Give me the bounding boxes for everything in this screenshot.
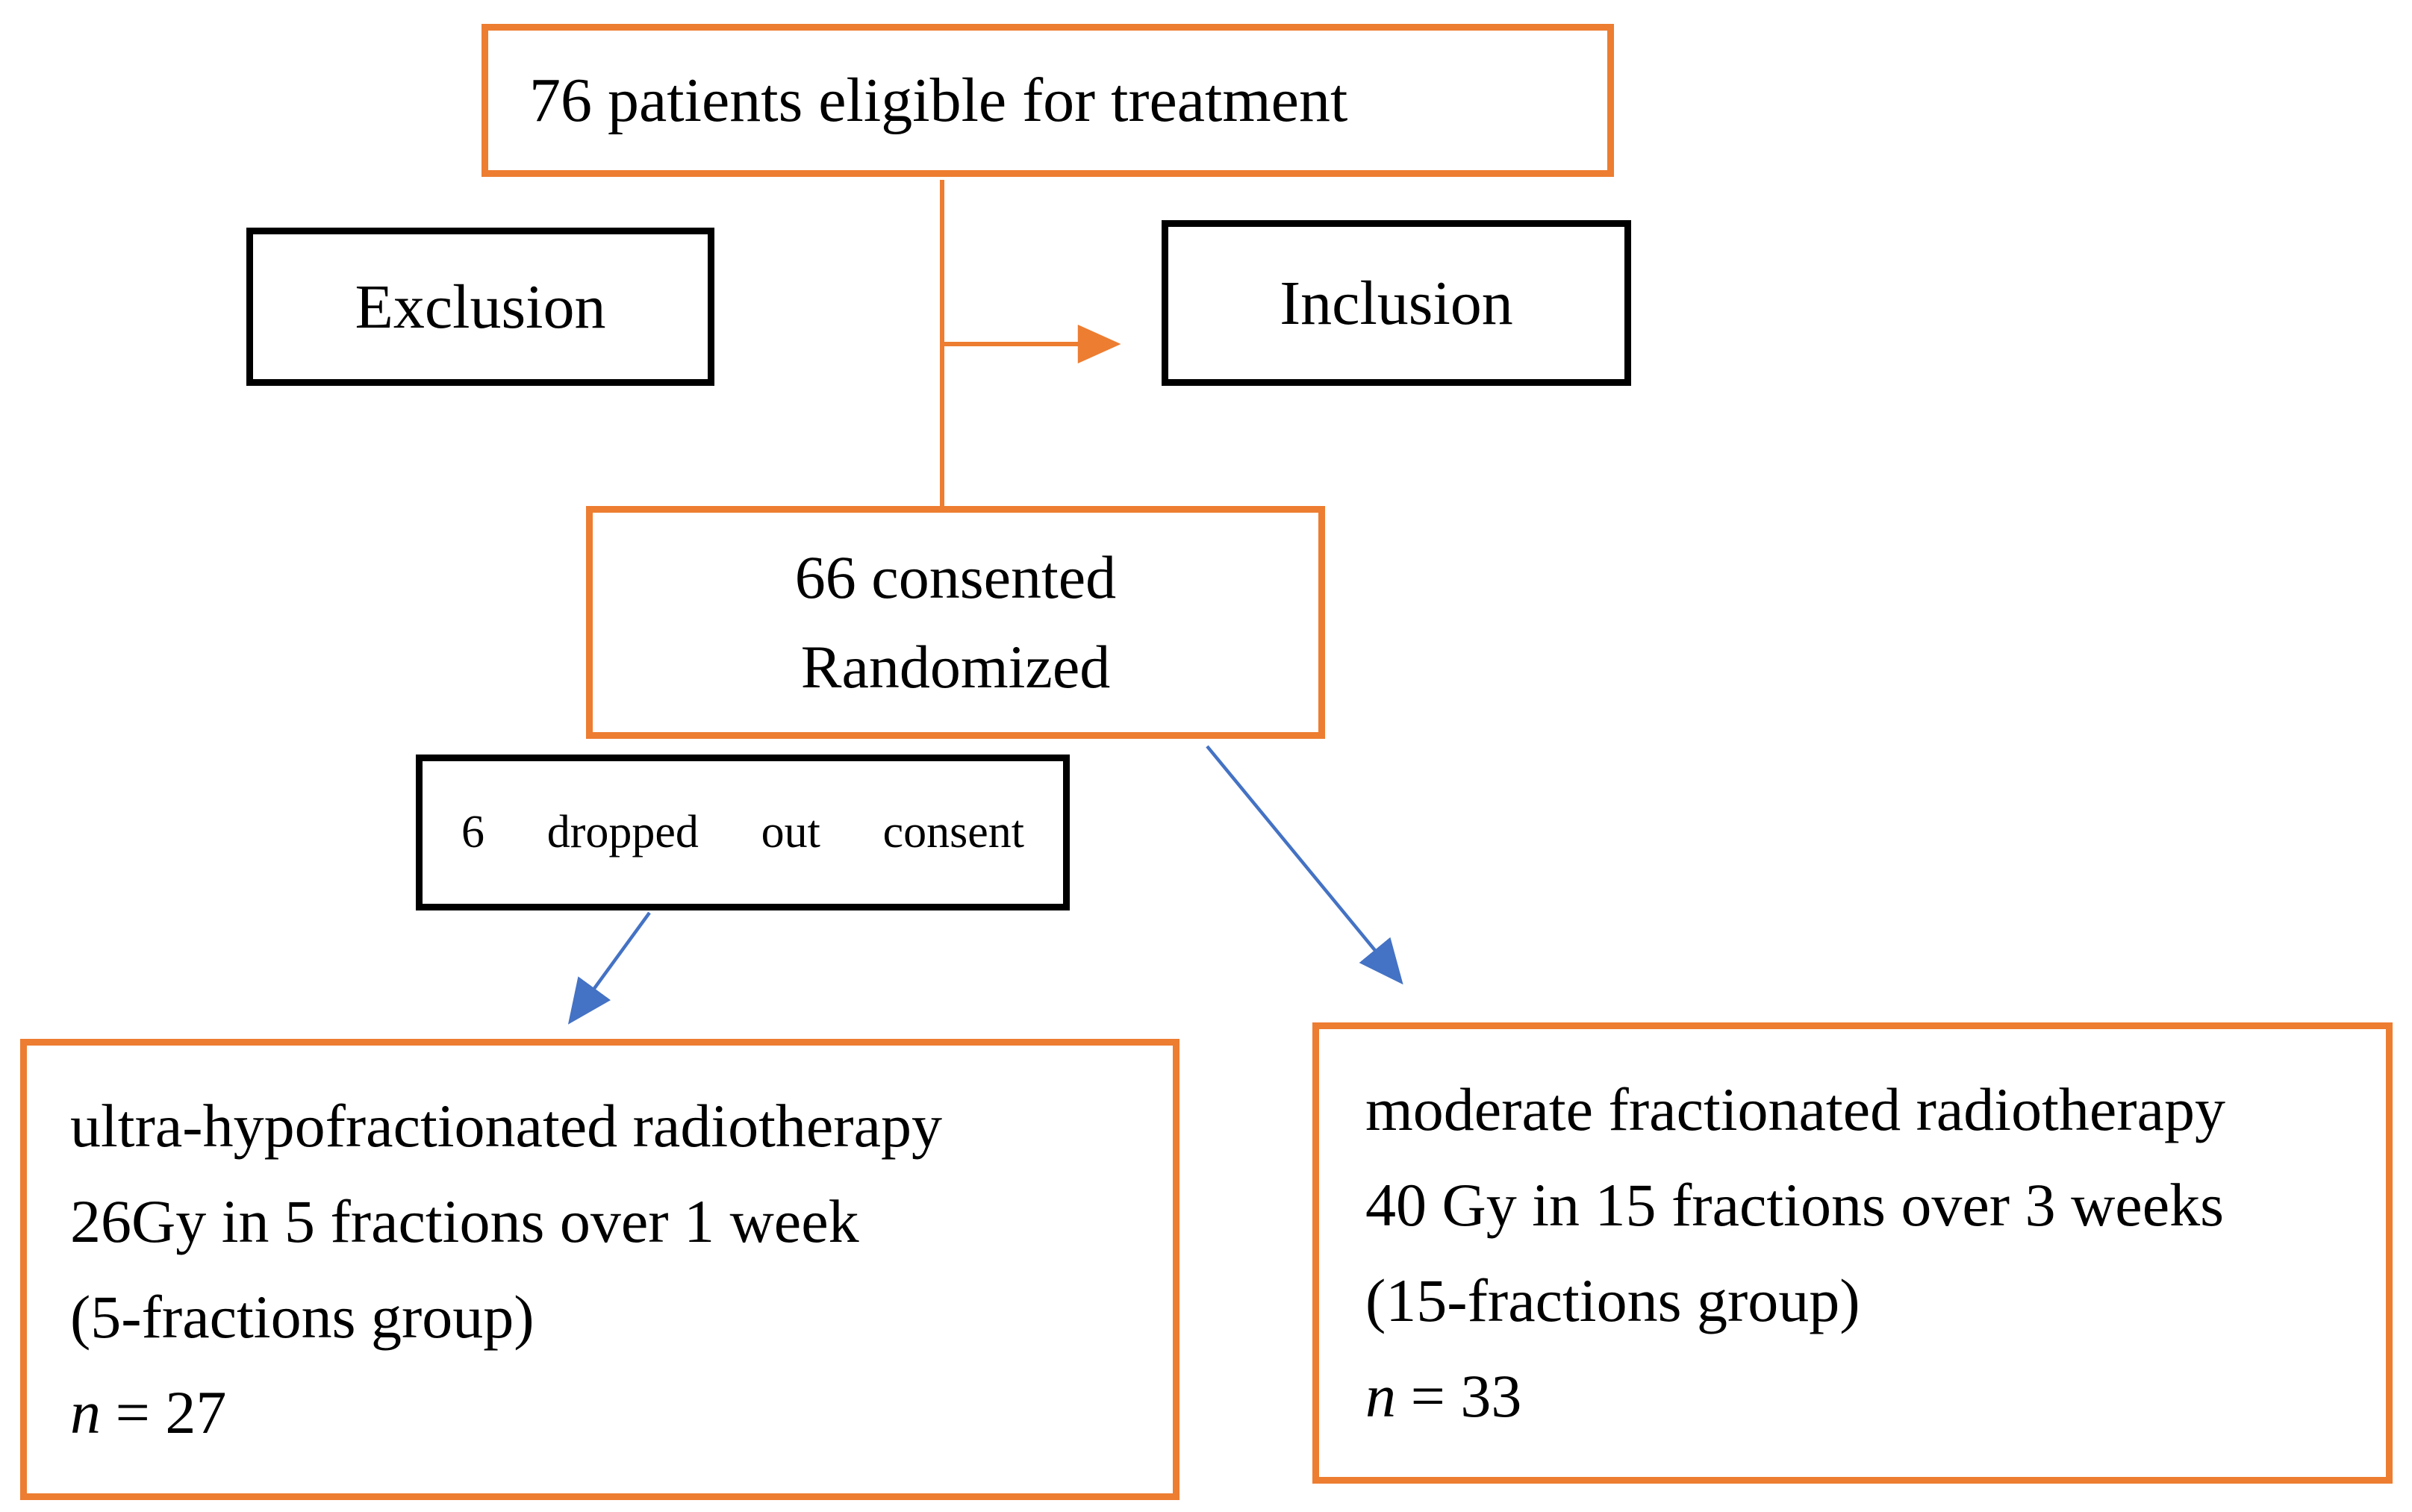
group5-dose-text: 26Gy in 5 fractions over 1 week <box>70 1187 859 1255</box>
group15-dose-text: 40 Gy in 15 fractions over 3 weeks <box>1365 1171 2225 1239</box>
group5-name-text: (5-fractions group) <box>70 1283 535 1351</box>
exclusion-box: Exclusion <box>246 228 714 386</box>
group5-sample-size: n= 27 <box>70 1365 1150 1461</box>
arrow-to-5fractions-group <box>567 911 651 1025</box>
dropped-out-box: 6 dropped out consent <box>416 755 1070 910</box>
eligible-text: 76 patients eligible for treatment <box>529 66 1348 135</box>
dropped-out-text: 6 dropped out consent <box>461 807 1024 857</box>
group15-title-text: moderate fractionated radiotherapy <box>1365 1075 2225 1143</box>
group15-name-text: (15-fractions group) <box>1365 1266 1860 1334</box>
randomized-text: Randomized <box>800 633 1111 701</box>
randomized-box: 66 consented Randomized <box>586 506 1325 739</box>
inclusion-text: Inclusion <box>1280 268 1513 338</box>
fifteen-fractions-group-box: moderate fractionated radiotherapy 40 Gy… <box>1312 1022 2393 1484</box>
five-fractions-group-box: ultra-hypofractionated radiotherapy 26Gy… <box>20 1039 1179 1500</box>
exclusion-text: Exclusion <box>355 272 606 342</box>
group15-n-value: = 33 <box>1410 1362 1522 1430</box>
group5-n-symbol: n <box>70 1378 101 1446</box>
consented-count-text: 66 consented <box>794 543 1117 611</box>
arrow-to-15fractions-group <box>1206 745 1403 985</box>
eligible-box: 76 patients eligible for treatment <box>482 24 1614 177</box>
inclusion-box: Inclusion <box>1162 220 1631 386</box>
group15-n-symbol: n <box>1365 1362 1396 1430</box>
group5-n-value: = 27 <box>115 1378 227 1446</box>
group15-sample-size: n= 33 <box>1365 1349 2363 1444</box>
group5-title-text: ultra-hypofractionated radiotherapy <box>70 1092 942 1160</box>
